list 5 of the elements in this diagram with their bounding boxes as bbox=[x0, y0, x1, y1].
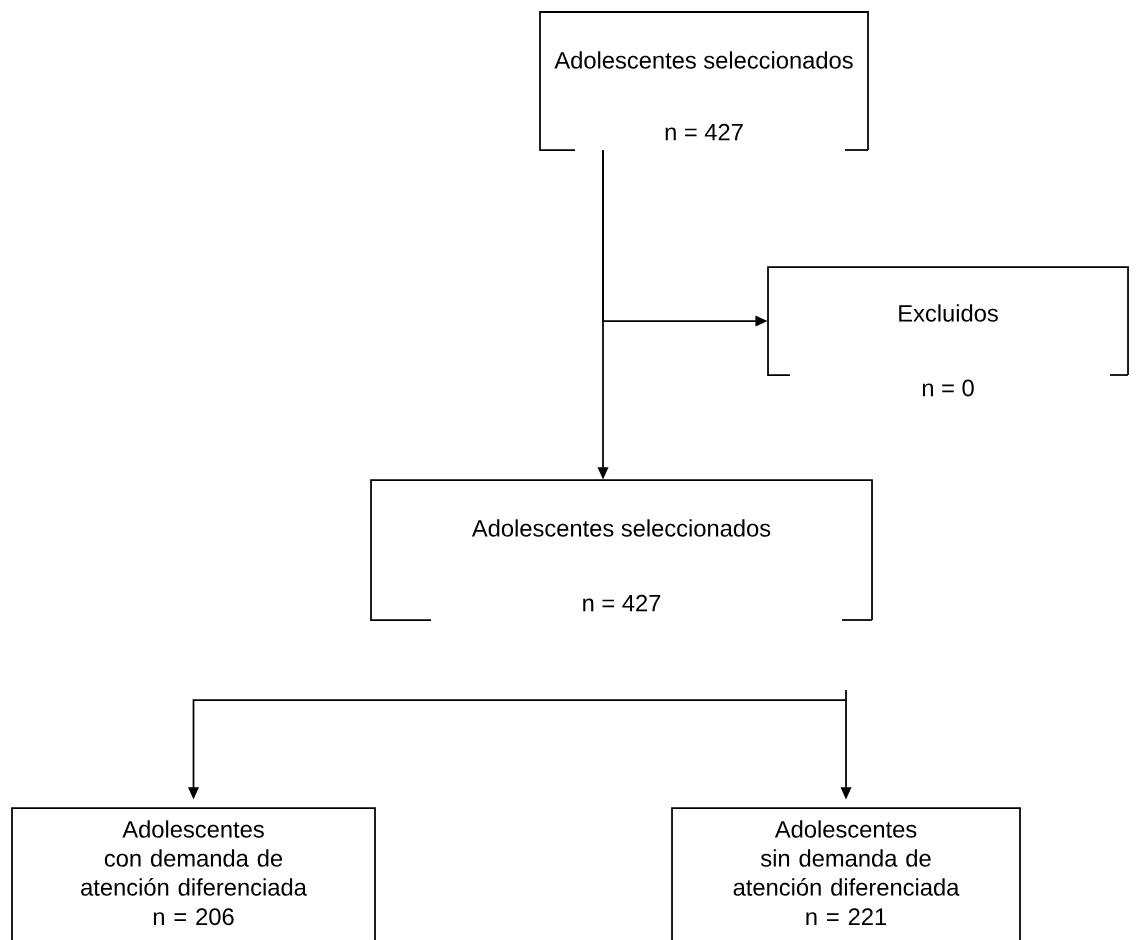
flow-box: Adolescentes con demanda de atención diferenciada n = 206 bbox=[11, 807, 376, 940]
flow-box: Adolescentes seleccionados n = 427 bbox=[370, 479, 873, 621]
flow-box: Adolescentes sin demanda de atención diferenciada n = 221 bbox=[671, 807, 1021, 940]
flow-box: Excluidos n = 0 bbox=[767, 266, 1129, 397]
flow-box: Adolescentes seleccionados n = 427 bbox=[539, 11, 869, 151]
